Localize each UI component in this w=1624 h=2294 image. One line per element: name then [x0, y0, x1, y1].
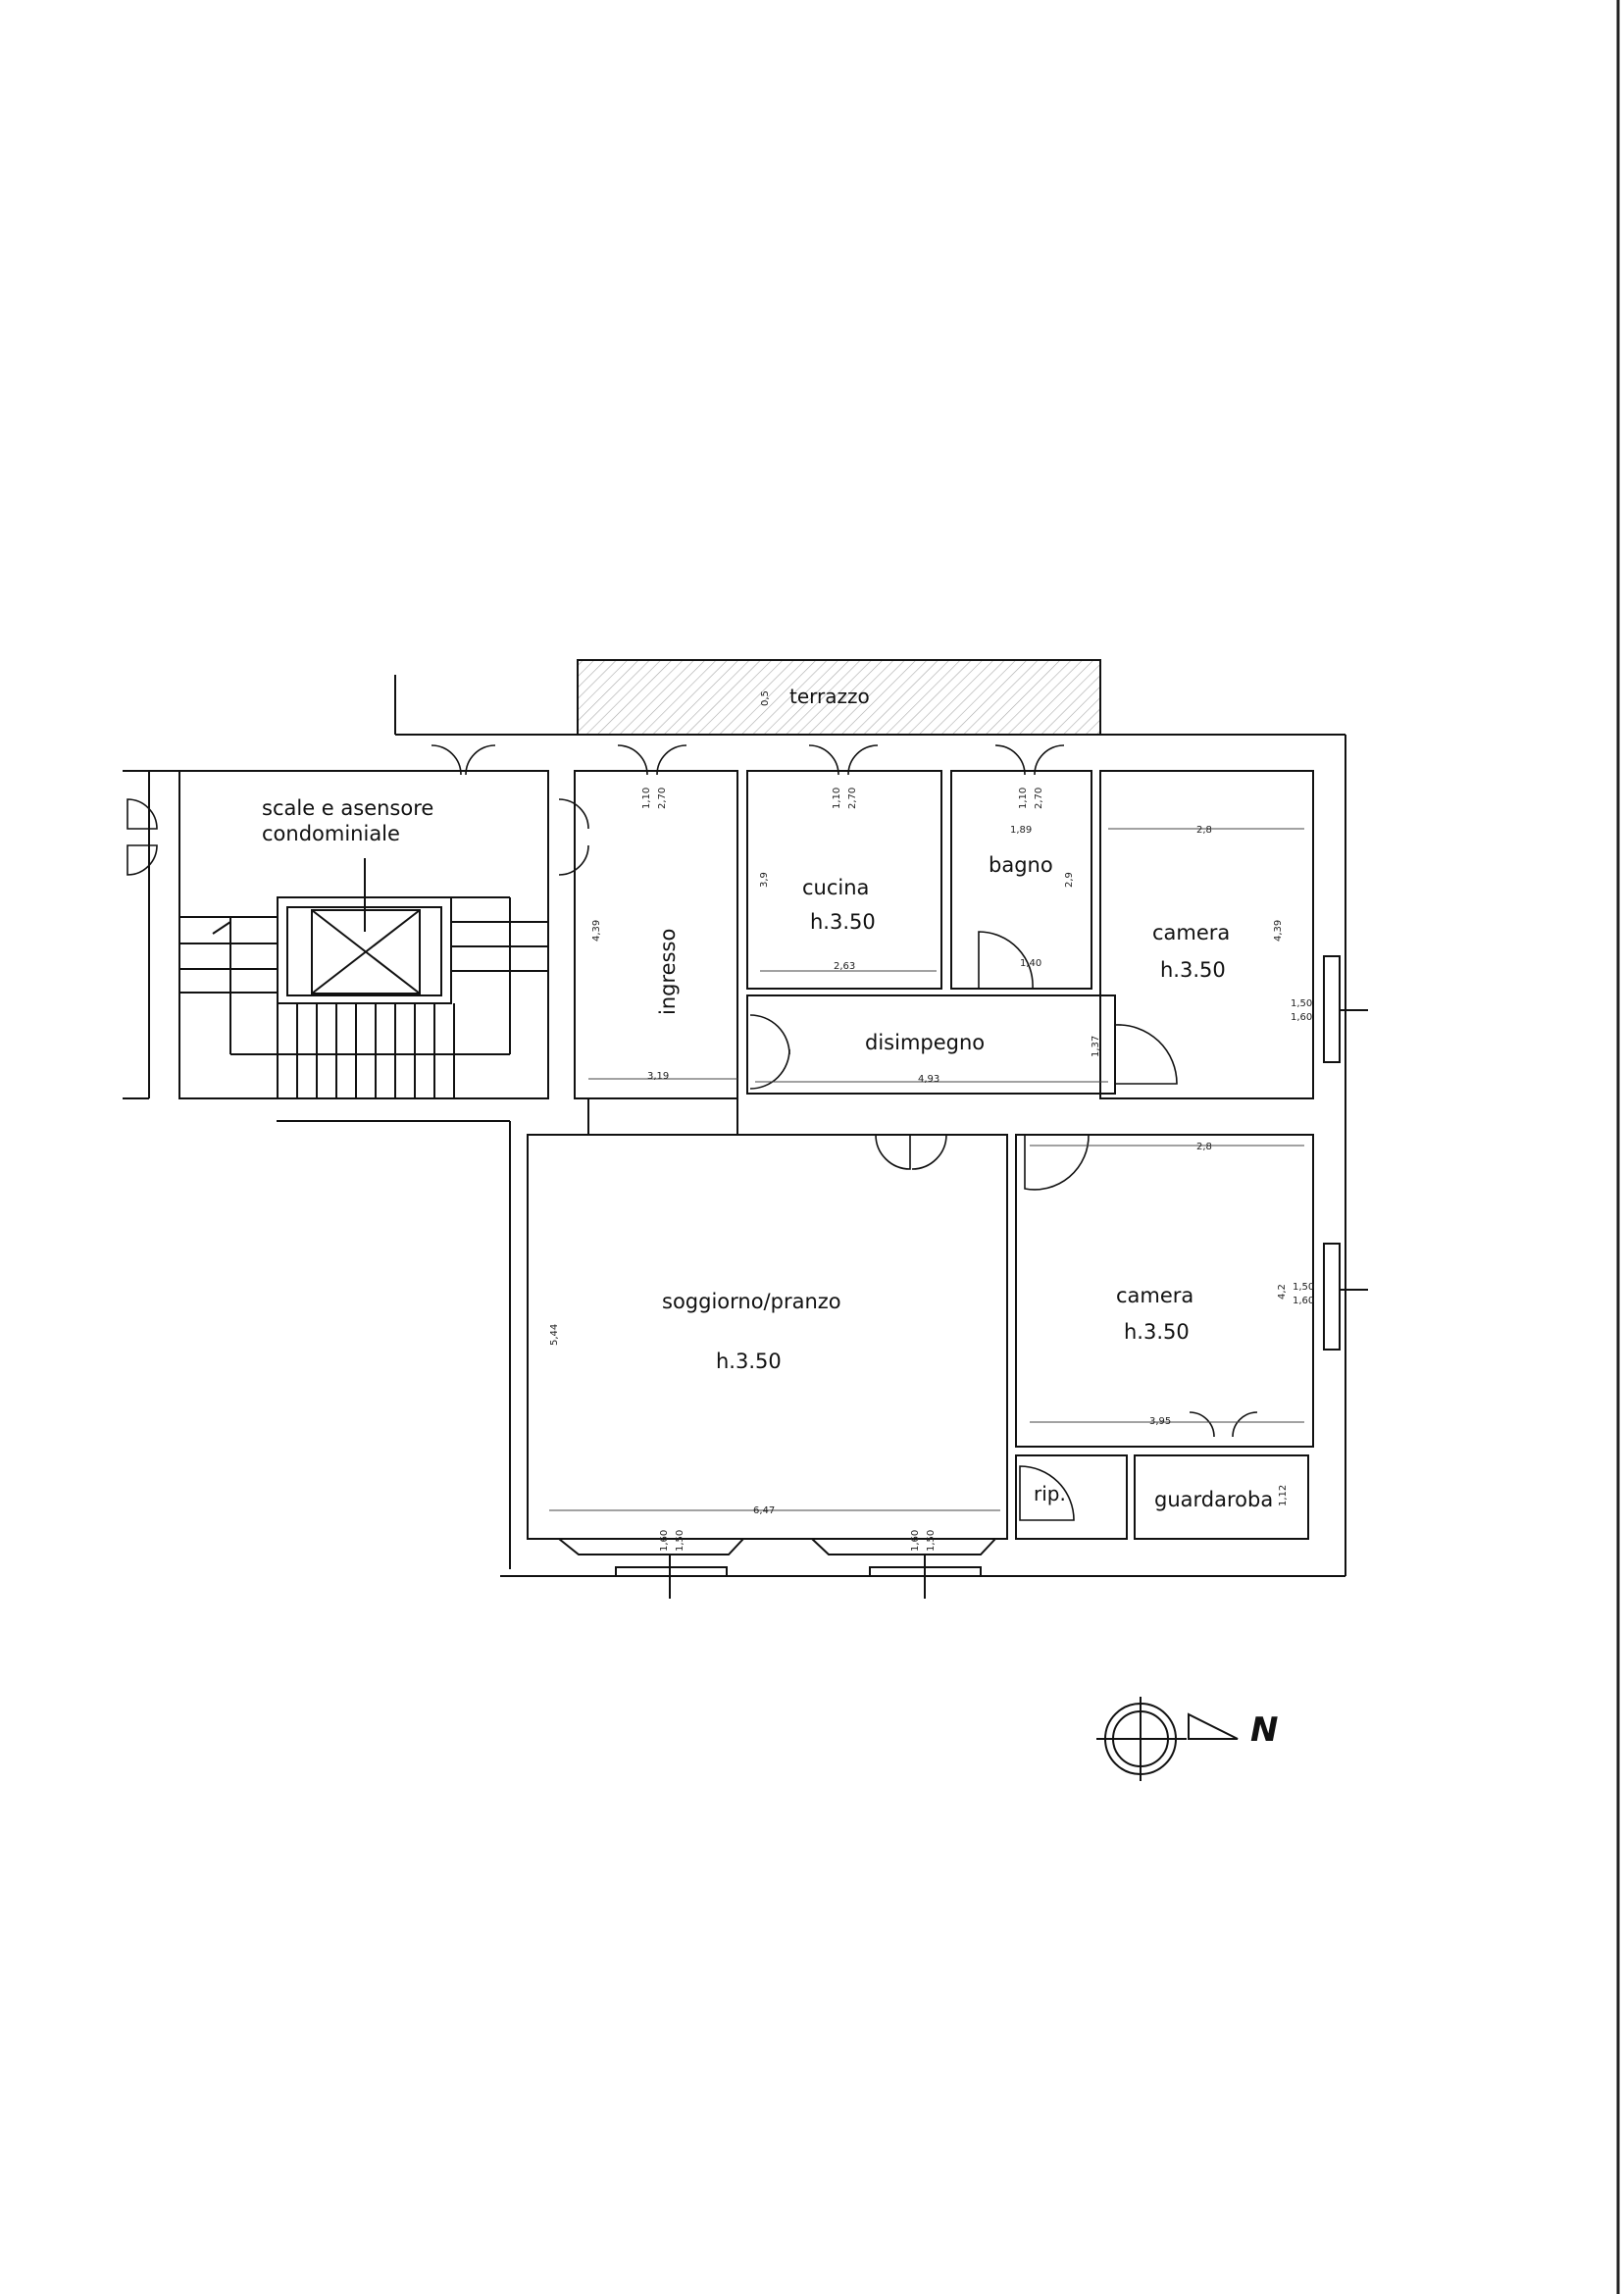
label-camera-1-height: h.3.50 [1160, 958, 1226, 982]
dimension-lines [549, 828, 1304, 1511]
north-label: N [1250, 1710, 1278, 1750]
dim-camera2-height: 4,2 [1277, 1284, 1288, 1300]
dim-terrazzo: 0,5 [760, 690, 771, 706]
dim-camera2-win-a: 1,50 [1293, 1282, 1314, 1293]
label-camera-2: camera [1116, 1284, 1193, 1307]
dim-disimpegno-height: 1,37 [1091, 1036, 1101, 1057]
dim-camera2-width-2: 3,95 [1149, 1416, 1171, 1427]
label-rip: rip. [1034, 1482, 1066, 1505]
label-cucina-height: h.3.50 [810, 910, 876, 934]
dim-ingresso-height: 4,39 [591, 920, 602, 942]
label-scale-1: scale e asensore [262, 796, 433, 820]
dim-sog-win1-a: 1,60 [659, 1530, 670, 1552]
dim-cucina-height: 3,9 [759, 872, 770, 888]
dim-camera1-height: 4,39 [1273, 920, 1284, 942]
dim-camera1-win-a: 1,50 [1291, 998, 1312, 1009]
dim-camera1-win-b: 1,60 [1291, 1012, 1312, 1023]
dim-sog-win2-a: 1,60 [910, 1530, 921, 1552]
label-camera-2-height: h.3.50 [1124, 1320, 1190, 1344]
label-ingresso: ingresso [656, 929, 680, 1015]
dim-ingresso-win-a: 1,10 [641, 788, 652, 809]
dim-camera2-win-b: 1,60 [1293, 1296, 1314, 1306]
dim-bagno-width: 1,89 [1010, 825, 1032, 836]
dim-cucina-width: 2,63 [834, 961, 855, 972]
dim-ingresso-win-b: 2,70 [657, 788, 668, 809]
label-camera-1: camera [1152, 921, 1230, 944]
walls [123, 659, 1368, 1599]
label-soggiorno: soggiorno/pranzo [662, 1290, 841, 1313]
dim-cucina-win-a: 1,10 [832, 788, 842, 809]
dim-guardaroba-height: 1,12 [1278, 1485, 1289, 1506]
dim-soggiorno-width: 6,47 [753, 1505, 775, 1516]
label-bagno: bagno [989, 853, 1053, 877]
dim-bagno-win-b: 2,70 [1034, 788, 1044, 809]
dim-soggiorno-height: 5,44 [549, 1324, 560, 1346]
dim-camera1-width: 2,8 [1196, 825, 1212, 836]
dim-camera2-width: 2,8 [1196, 1142, 1212, 1152]
dim-ingresso-width: 3,19 [647, 1071, 669, 1082]
label-disimpegno: disimpegno [865, 1031, 985, 1054]
dim-cucina-win-b: 2,70 [847, 788, 858, 809]
dim-sog-win2-b: 1,50 [926, 1530, 937, 1552]
label-soggiorno-height: h.3.50 [716, 1350, 782, 1373]
doors [127, 744, 1258, 1521]
dim-disimpegno-width: 4,93 [918, 1074, 939, 1085]
compass-icon [1096, 1697, 1239, 1781]
label-scale-2: condominiale [262, 822, 400, 845]
dim-sog-win1-b: 1,50 [675, 1530, 685, 1552]
dim-bagno-height: 2,9 [1064, 872, 1075, 888]
label-cucina: cucina [802, 876, 869, 899]
label-terrazzo: terrazzo [789, 685, 870, 708]
dim-bagno-width-2: 1,40 [1020, 958, 1041, 969]
dim-bagno-win-a: 1,10 [1018, 788, 1029, 809]
label-guardaroba: guardaroba [1154, 1488, 1273, 1511]
